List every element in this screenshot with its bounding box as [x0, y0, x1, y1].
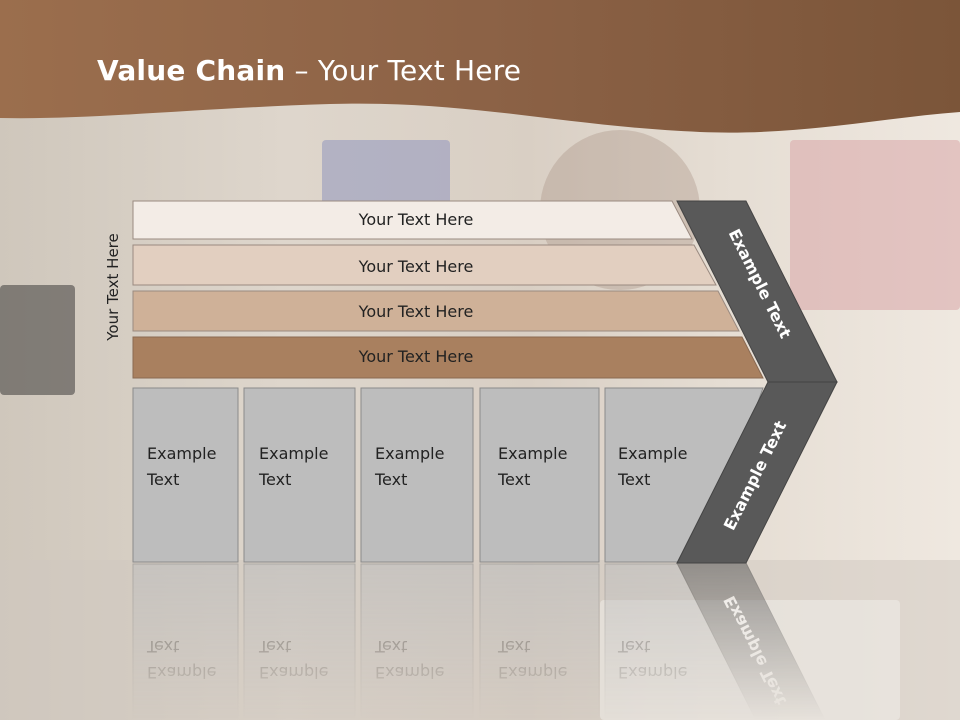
- box-2-line2-reflection: Text: [258, 637, 291, 656]
- bar-3: Your Text Here: [132, 290, 740, 332]
- chevron-lower-arm: [676, 381, 838, 564]
- title-bold: Value Chain: [97, 54, 286, 87]
- bar-4-label: Your Text Here: [358, 347, 474, 366]
- box-4-line2-reflection: Text: [497, 637, 530, 656]
- box-2-line1-reflection: Example: [259, 663, 328, 682]
- bar-1: Your Text Here: [132, 200, 693, 240]
- box-3-line2-reflection: Text: [374, 637, 407, 656]
- reflection-mirror: Example Text Example Text Example Text E…: [132, 562, 826, 720]
- slide-title: Value Chain – Your Text Here: [97, 54, 521, 87]
- box-5-reflection: Example Text: [604, 563, 758, 720]
- box-3-shape: [360, 387, 474, 563]
- bar-4-shape: [132, 336, 764, 379]
- bar-2: Your Text Here: [132, 244, 717, 286]
- box-4-line1-reflection: Example: [498, 663, 567, 682]
- bar-1-label: Your Text Here: [358, 210, 474, 229]
- box-3-shape-reflection: [360, 563, 474, 720]
- box-1-shape: [132, 387, 239, 563]
- header-band: [0, 0, 960, 133]
- box-2-line2: Text: [258, 470, 291, 489]
- box-4-reflection: Example Text: [479, 563, 600, 720]
- box-5-line1-reflection: Example: [618, 663, 687, 682]
- box-1-reflection: Example Text: [132, 563, 239, 720]
- box-3-line1: Example: [375, 444, 444, 463]
- box-1-line2-reflection: Text: [146, 637, 179, 656]
- box-3-line1-reflection: Example: [375, 663, 444, 682]
- box-5-line2: Text: [617, 470, 650, 489]
- box-5-line2-reflection: Text: [617, 637, 650, 656]
- box-1-shape-reflection: [132, 563, 239, 720]
- bar-3-label: Your Text Here: [358, 302, 474, 321]
- box-4: Example Text: [479, 387, 600, 563]
- box-4-line2: Text: [497, 470, 530, 489]
- box-1: Example Text: [132, 387, 239, 563]
- box-1-line2: Text: [146, 470, 179, 489]
- background-painting-pink: [790, 140, 960, 310]
- box-5-line1: Example: [618, 444, 687, 463]
- box-4-shape-reflection: [479, 563, 600, 720]
- box-2-shape-reflection: [243, 563, 356, 720]
- box-1-line1: Example: [147, 444, 216, 463]
- bar-3-shape: [132, 290, 740, 332]
- box-5: Example Text: [604, 387, 764, 563]
- box-2-line1: Example: [259, 444, 328, 463]
- background-lamp: [0, 285, 75, 395]
- diagram-reflection: Example Text Example Text Example Text E…: [132, 562, 826, 720]
- box-2: Example Text: [243, 387, 356, 563]
- bar-2-label: Your Text Here: [358, 257, 474, 276]
- bar-1-shape: [132, 200, 693, 240]
- bar-2-shape: [132, 244, 717, 286]
- box-3-line2: Text: [374, 470, 407, 489]
- box-1-line1-reflection: Example: [147, 663, 216, 682]
- box-4-line1: Example: [498, 444, 567, 463]
- box-4-shape: [479, 387, 600, 563]
- box-3: Example Text: [360, 387, 474, 563]
- box-2-shape: [243, 387, 356, 563]
- title-rest: – Your Text Here: [285, 54, 522, 87]
- box-3-reflection: Example Text: [360, 563, 474, 720]
- box-2-reflection: Example Text: [243, 563, 356, 720]
- bar-4: Your Text Here: [132, 336, 764, 379]
